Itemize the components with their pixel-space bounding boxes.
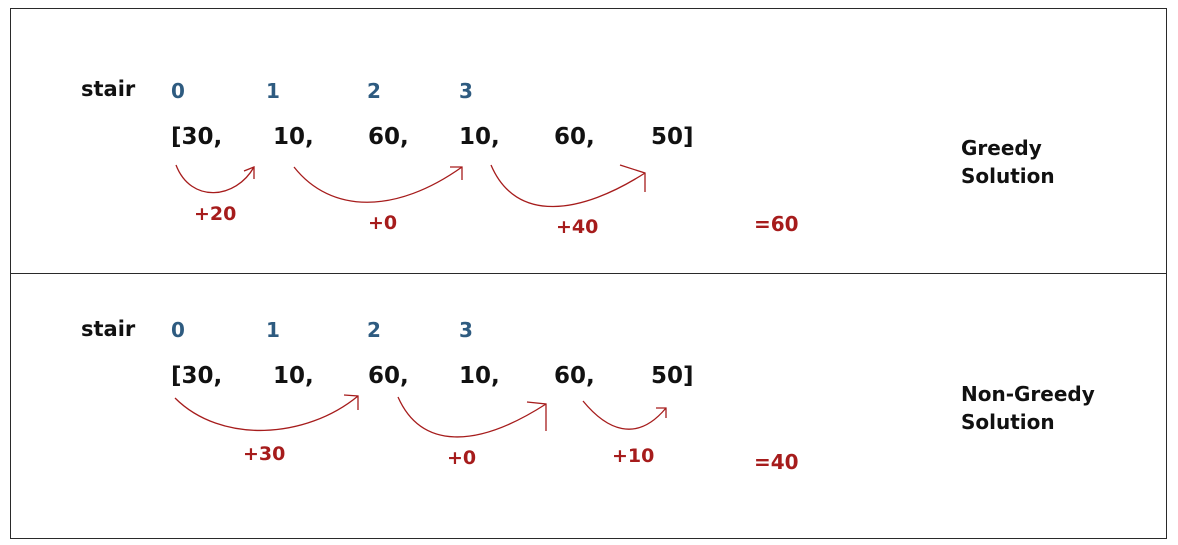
stair-index-2: 2 — [367, 79, 381, 103]
jump-arrows — [175, 164, 646, 208]
array-value-2: 60, — [368, 124, 409, 150]
array-value-0: [30, — [171, 363, 223, 389]
array-value-3: 10, — [459, 124, 500, 150]
solution-title: Greedy Solution — [961, 134, 1055, 190]
gain-label-1: +0 — [447, 447, 477, 469]
array-value-0: [30, — [171, 124, 223, 150]
stair-index-2: 2 — [367, 318, 381, 342]
greedy-panel: stair 0 1 2 3 [30, 10, 60, 10, 60, 50] +… — [10, 8, 1167, 274]
gain-label-0: +30 — [243, 443, 286, 465]
array-value-5: 50] — [651, 363, 694, 389]
array-value-5: 50] — [651, 124, 694, 150]
array-value-1: 10, — [273, 363, 314, 389]
stair-index-0: 0 — [171, 318, 185, 342]
gain-label-0: +20 — [194, 203, 237, 225]
array-value-4: 60, — [554, 363, 595, 389]
stair-label: stair — [81, 77, 136, 101]
jump-arrows — [174, 394, 667, 438]
total-cost: =60 — [754, 212, 799, 236]
jump-arrow-4-5 — [582, 400, 667, 430]
total-cost: =40 — [754, 450, 799, 474]
array-value-2: 60, — [368, 363, 409, 389]
array-value-4: 60, — [554, 124, 595, 150]
stair-index-1: 1 — [266, 79, 280, 103]
jump-arrow-3-5 — [490, 164, 646, 208]
stair-index-0: 0 — [171, 79, 185, 103]
jump-arrow-2-4 — [397, 396, 547, 438]
jump-arrow-0-1 — [175, 164, 255, 194]
solution-title-line2: Solution — [961, 164, 1055, 188]
gain-label-2: +10 — [612, 445, 655, 467]
jump-arrow-0-2 — [174, 394, 359, 432]
solution-title-line1: Non-Greedy — [961, 382, 1095, 406]
gain-label-2: +40 — [556, 216, 599, 238]
solution-title-line2: Solution — [961, 410, 1055, 434]
solution-title: Non-Greedy Solution — [961, 380, 1095, 436]
gain-label-1: +0 — [368, 212, 398, 234]
stair-label: stair — [81, 317, 136, 341]
stair-index-3: 3 — [459, 79, 473, 103]
solution-title-line1: Greedy — [961, 136, 1042, 160]
stair-index-3: 3 — [459, 318, 473, 342]
array-value-3: 10, — [459, 363, 500, 389]
jump-arrow-1-3 — [293, 166, 463, 203]
non-greedy-panel: stair 0 1 2 3 [30, 10, 60, 10, 60, 50] +… — [10, 273, 1167, 539]
stair-index-1: 1 — [266, 318, 280, 342]
array-value-1: 10, — [273, 124, 314, 150]
